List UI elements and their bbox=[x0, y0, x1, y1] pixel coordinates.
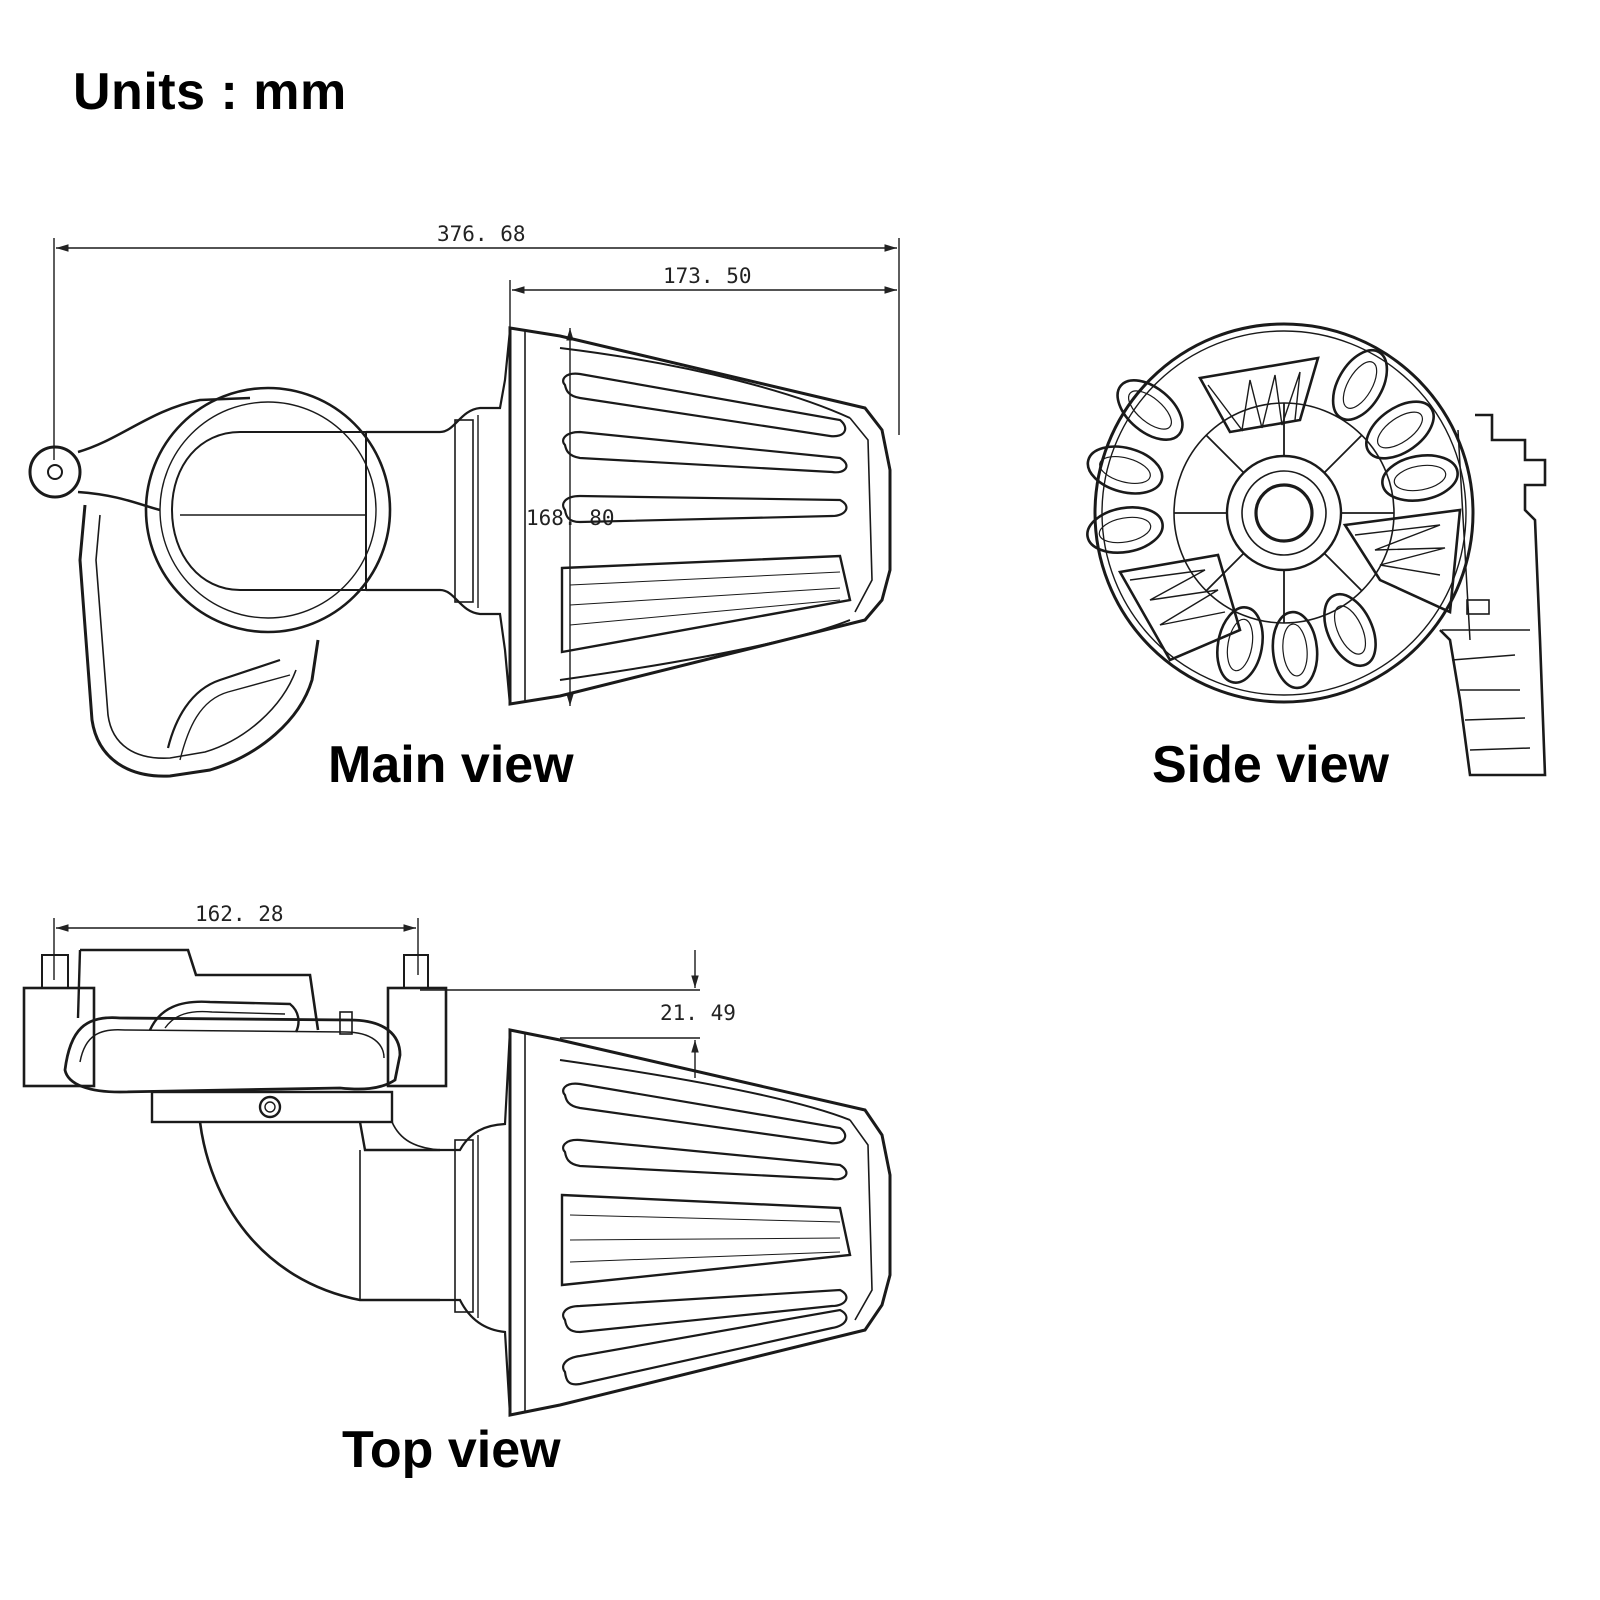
dimension-overall-length: 376. 68 bbox=[53, 222, 900, 460]
dimension-filter-diameter: 168. 80 bbox=[526, 328, 615, 706]
top-view-label: Top view bbox=[342, 1421, 561, 1479]
dimension-text-mount-width: 162. 28 bbox=[195, 902, 284, 926]
side-view-label: Side view bbox=[1152, 736, 1389, 794]
dimension-text-filter-diameter: 168. 80 bbox=[526, 506, 615, 530]
dimension-text-overall-length: 376. 68 bbox=[437, 222, 526, 246]
dimension-mount-width: 162. 28 bbox=[53, 902, 419, 980]
dimension-text-filter-length: 173. 50 bbox=[663, 264, 752, 288]
main-view-label: Main view bbox=[328, 736, 574, 794]
units-label: Units : mm bbox=[73, 63, 347, 121]
main-view-drawing: 376. 68 173. 50 168. 80 bbox=[28, 222, 900, 778]
side-view-drawing bbox=[1086, 322, 1547, 777]
dimension-text-offset: 21. 49 bbox=[660, 1001, 736, 1025]
dimension-offset: 21. 49 bbox=[420, 950, 736, 1078]
top-view-drawing: 162. 28 21. 49 bbox=[22, 902, 892, 1417]
dimension-filter-length: 173. 50 bbox=[509, 264, 897, 330]
